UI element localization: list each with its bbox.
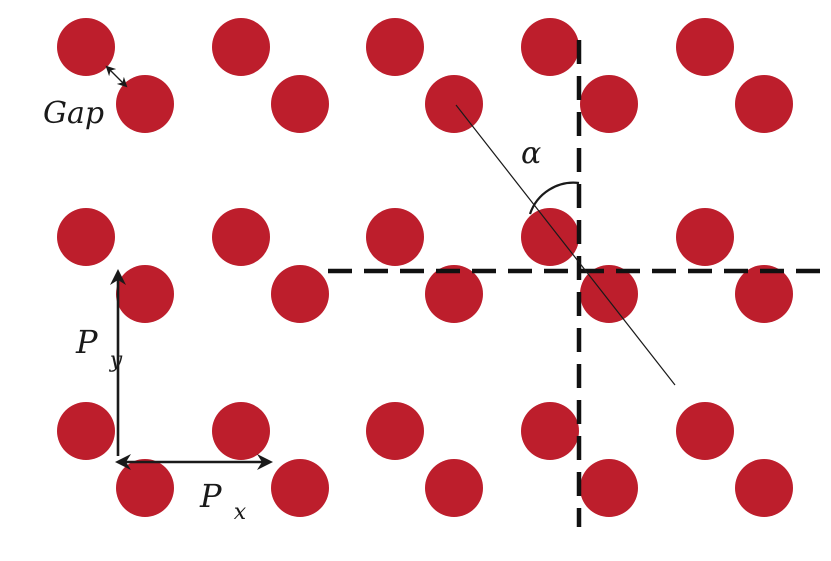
disk-upper <box>521 18 579 76</box>
disk-upper <box>521 402 579 460</box>
disk-upper <box>366 402 424 460</box>
dashed-axes <box>328 40 831 527</box>
disk-lower <box>425 459 483 517</box>
disk-upper <box>57 18 115 76</box>
disk-lower <box>271 459 329 517</box>
alpha-label: α <box>521 136 541 171</box>
px-label-main: P <box>199 477 222 515</box>
disk-lower <box>735 75 793 133</box>
disk-upper <box>57 402 115 460</box>
disk-lower <box>116 265 174 323</box>
disk-lower <box>580 265 638 323</box>
disk-upper <box>676 208 734 266</box>
alpha-angle-arc <box>528 181 580 215</box>
rotation-diagonal-line <box>455 104 676 386</box>
disk-lower <box>735 265 793 323</box>
py-label-subscript: y <box>109 348 123 373</box>
disk-lower <box>580 459 638 517</box>
px-label-subscript: x <box>234 500 247 525</box>
disk-lower <box>425 75 483 133</box>
disk-upper <box>676 18 734 76</box>
disk-upper <box>676 402 734 460</box>
disk-lower <box>116 75 174 133</box>
px-label: P x <box>199 477 247 525</box>
disk-lower <box>580 75 638 133</box>
disk-lower <box>116 459 174 517</box>
disk-upper <box>521 208 579 266</box>
disk-lattice <box>57 18 793 517</box>
disk-upper <box>212 402 270 460</box>
disk-lower <box>271 265 329 323</box>
gap-arrow <box>105 65 128 88</box>
disk-upper <box>366 18 424 76</box>
disk-lower <box>425 265 483 323</box>
disk-upper <box>57 208 115 266</box>
disk-lower <box>271 75 329 133</box>
py-label-main: P <box>75 323 98 361</box>
disk-upper <box>366 208 424 266</box>
disk-upper <box>212 18 270 76</box>
disk-lower <box>735 459 793 517</box>
gap-label: Gap <box>43 96 104 131</box>
py-label: P y <box>75 323 123 373</box>
disk-upper <box>212 208 270 266</box>
